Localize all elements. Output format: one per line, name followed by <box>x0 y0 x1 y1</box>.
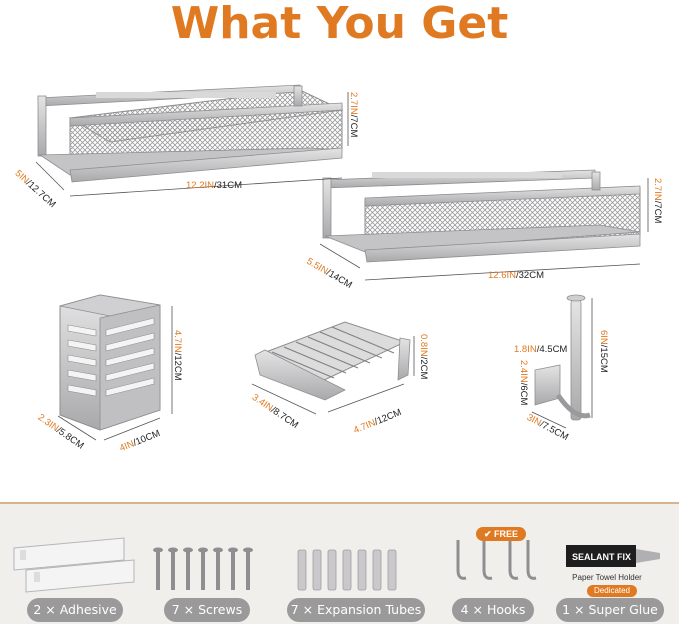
towel-height-label: 6IN/15CM <box>598 330 609 373</box>
hooks-label: 4 × Hooks <box>452 598 534 622</box>
towel-top-label: 1.8IN/4.5CM <box>514 344 568 355</box>
page-title: What You Get <box>170 0 509 49</box>
utensil-height-label: 4.7IN/12CM <box>172 330 183 381</box>
glue-caption: Paper Towel Holder <box>572 573 642 582</box>
hooks-icon <box>456 540 537 580</box>
paper-towel-holder <box>534 294 591 421</box>
expansion-tubes-icon <box>297 549 397 591</box>
glue-brand-label: SEALANT FIX <box>572 552 631 562</box>
utensil-holder <box>59 294 161 431</box>
products-illustration <box>35 84 649 441</box>
screws-label: 7 × Screws <box>164 598 250 622</box>
dimension-lines <box>35 92 649 441</box>
dedicated-badge: Dedicated <box>587 585 637 597</box>
shelf-basket-medium <box>322 169 641 263</box>
free-badge: ✔ FREE <box>476 527 526 541</box>
section-divider <box>0 502 679 504</box>
towel-base-label: 2.4IN/6CM <box>518 360 529 406</box>
adhesive-label: 2 × Adhesive <box>27 598 123 622</box>
super-glue-label: 1 × Super Glue <box>556 598 664 622</box>
shelf2-width-label: 12.6IN/32CM <box>488 270 544 281</box>
shelf1-width-label: 12.2IN/31CM <box>186 180 242 191</box>
expansion-tubes-label: 7 × Expansion Tubes <box>287 598 425 622</box>
super-glue-icon: SEALANT FIX <box>566 545 660 567</box>
shelf2-height-label: 2.7IN/7CM <box>652 178 663 224</box>
sponge-holder <box>254 321 411 401</box>
sponge-height-label: 0.8IN/2CM <box>418 334 429 380</box>
screws-icon <box>153 547 253 590</box>
shelf1-height-label: 2.7IN/7CM <box>348 92 359 138</box>
adhesive-icon <box>13 537 135 593</box>
shelf-basket-large <box>37 84 344 183</box>
